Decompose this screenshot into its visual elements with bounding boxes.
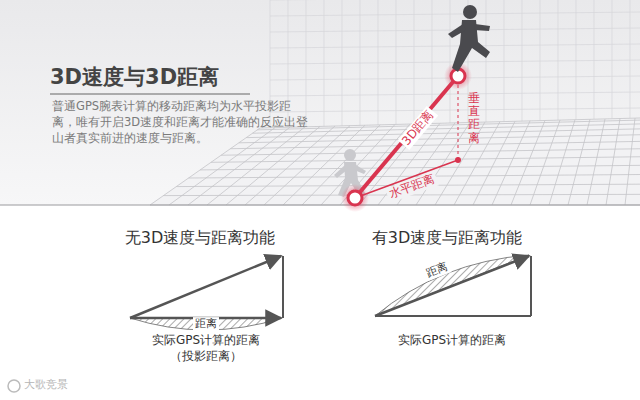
grid-line: [492, 121, 530, 205]
grid-line: [264, 126, 350, 205]
grid-line: [416, 122, 470, 205]
grid-line: [568, 119, 590, 205]
ground-line: [0, 205, 640, 206]
grid-line: [630, 0, 631, 118]
grid-line: [283, 125, 365, 205]
grid-line: [270, 92, 640, 96]
start-point: [348, 191, 362, 205]
grid-line: [587, 119, 605, 205]
grid-line: [239, 135, 640, 143]
watermark: 大歌竞景: [24, 378, 68, 392]
grid-line: [414, 0, 415, 124]
grid-line: [504, 0, 505, 122]
grid-line: [230, 141, 640, 148]
description: 普通GPS腕表计算的移动距离均为水平投影距离，唯有开启3D速度和距离才能准确的反…: [52, 98, 314, 146]
vertical-side: [282, 256, 284, 318]
grid-line: [558, 0, 559, 120]
grid-line: [226, 126, 320, 205]
grid-line: [450, 0, 451, 123]
grid-line: [221, 149, 640, 155]
glow: [341, 184, 369, 212]
grid-line: [540, 0, 541, 121]
section-title: 有3D速度与距离功能: [372, 228, 523, 248]
projection-hatch: [130, 318, 282, 330]
grid-line: [606, 119, 620, 205]
section-title: 无3D速度与距离功能: [125, 228, 276, 248]
grid-line: [522, 0, 523, 121]
grid-line: [625, 118, 635, 205]
caption-text: 实际GPS计算的距离: [398, 333, 506, 348]
grid-line: [270, 12, 640, 16]
wall-grid: [270, 0, 640, 128]
base-line: [375, 315, 531, 317]
watermark-icon: [8, 380, 20, 392]
title: 3D速度与3D距离: [50, 64, 219, 90]
grid-line: [486, 0, 487, 122]
grid-line: [200, 165, 640, 170]
vertex-dot: [455, 157, 461, 163]
runner: [448, 5, 490, 72]
floor: [150, 118, 640, 205]
distance-label: 垂直距离: [468, 92, 480, 145]
grid-line: [270, 44, 640, 48]
distance-hatch: [375, 255, 529, 316]
hypotenuse-arrow: [375, 256, 529, 316]
grid-line: [594, 0, 595, 119]
grid-line: [260, 118, 640, 128]
grid-line: [396, 0, 397, 125]
hypotenuse-arrow: [130, 256, 281, 318]
caption-text: （投影距离）: [170, 349, 242, 364]
grid-line: [270, 108, 640, 112]
distance-label: 距离: [193, 317, 219, 331]
background: [0, 0, 640, 205]
grid-line: [211, 157, 640, 163]
grid-line: [253, 124, 640, 133]
grid-line: [207, 127, 305, 205]
grid-line: [245, 126, 335, 205]
vertical-side: [530, 256, 532, 316]
grid-line: [530, 120, 560, 205]
title-rule: [50, 94, 250, 95]
floor-grid: [150, 118, 640, 205]
grid-line: [612, 0, 613, 119]
grid-line: [511, 121, 545, 206]
caption-text: 实际GPS计算的距离: [152, 333, 260, 348]
grid-line: [576, 0, 577, 120]
